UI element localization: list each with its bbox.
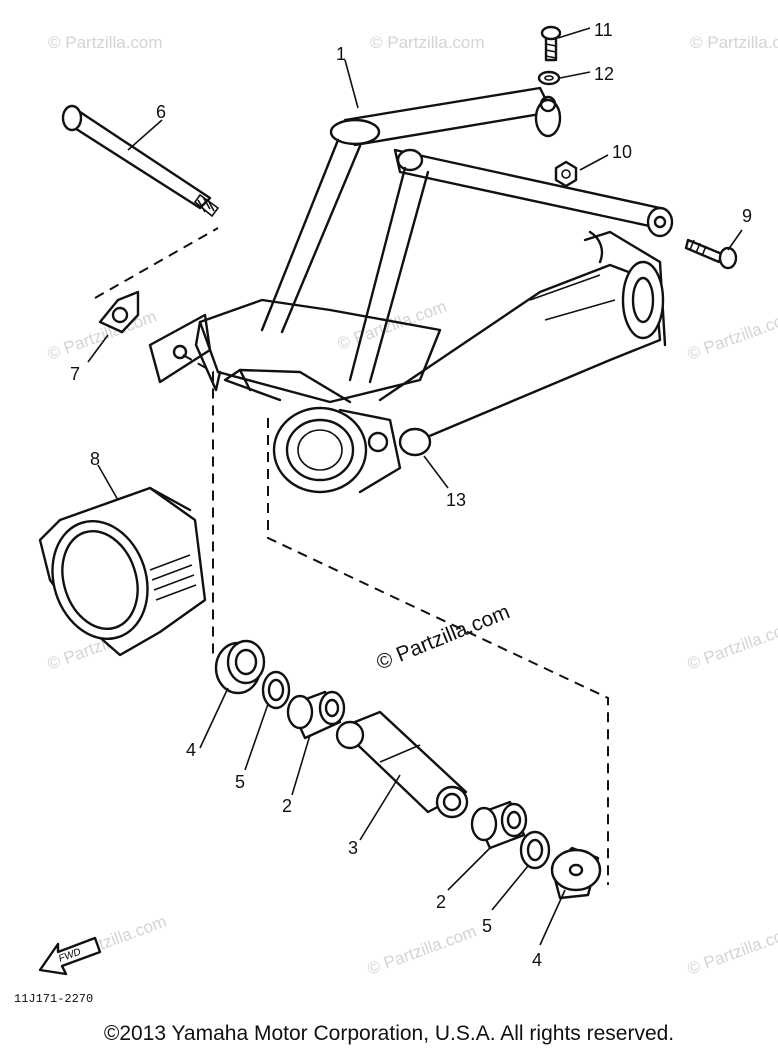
watermark: © Partzilla.com	[685, 307, 778, 364]
watermark-center: © Partzilla.com	[373, 600, 513, 674]
callout-numbers: 1 6 7 8 9 10 11 12 13 4 5 2 3 2 5 4	[70, 20, 752, 970]
nut	[554, 160, 578, 188]
watermark: © Partzilla.com	[685, 922, 778, 979]
callout-2-right: 2	[436, 892, 446, 912]
callout-11: 11	[594, 20, 613, 40]
callout-1: 1	[336, 44, 346, 64]
callout-7: 7	[70, 364, 80, 384]
callout-13: 13	[446, 490, 466, 510]
cover	[38, 486, 207, 657]
callout-8: 8	[90, 449, 100, 469]
watermark: © Partzilla.com	[690, 33, 778, 52]
pivot-bolt	[61, 104, 220, 218]
callout-4-right: 4	[532, 950, 542, 970]
lock-plate	[98, 290, 140, 334]
watermark: © Partzilla.com	[48, 33, 163, 52]
fwd-arrow-icon: FWD	[38, 936, 102, 976]
leader-lines	[87, 27, 743, 946]
watermark: © Partzilla.com	[365, 922, 479, 979]
callout-6: 6	[156, 102, 166, 122]
bearing-right	[470, 800, 528, 850]
callout-3: 3	[348, 838, 358, 858]
bolt-top	[540, 25, 562, 62]
callout-2-left: 2	[282, 796, 292, 816]
washer-right	[519, 830, 551, 870]
callout-12: 12	[594, 64, 614, 84]
collar-shaft	[335, 710, 469, 819]
swing-arm	[148, 86, 674, 494]
oil-seal-left	[214, 639, 266, 695]
washer-top	[537, 70, 561, 86]
watermark: © Partzilla.com	[685, 617, 778, 674]
watermark: © Partzilla.com	[370, 33, 485, 52]
callout-10: 10	[612, 142, 632, 162]
callout-5-right: 5	[482, 916, 492, 936]
diagram-code: 11J171-2270	[14, 992, 93, 1006]
callout-5-left: 5	[235, 772, 245, 792]
copyright-text: ©2013 Yamaha Motor Corporation, U.S.A. A…	[103, 1022, 675, 1045]
callout-4-left: 4	[186, 740, 196, 760]
oil-seal-right	[550, 846, 602, 900]
watermark: © Partzilla.com	[45, 307, 159, 364]
bolt-right	[684, 238, 738, 270]
cap	[398, 427, 432, 457]
washer-left	[261, 670, 291, 710]
callout-9: 9	[742, 206, 752, 226]
assembly-lines	[94, 227, 609, 885]
bearing-left	[286, 690, 346, 740]
